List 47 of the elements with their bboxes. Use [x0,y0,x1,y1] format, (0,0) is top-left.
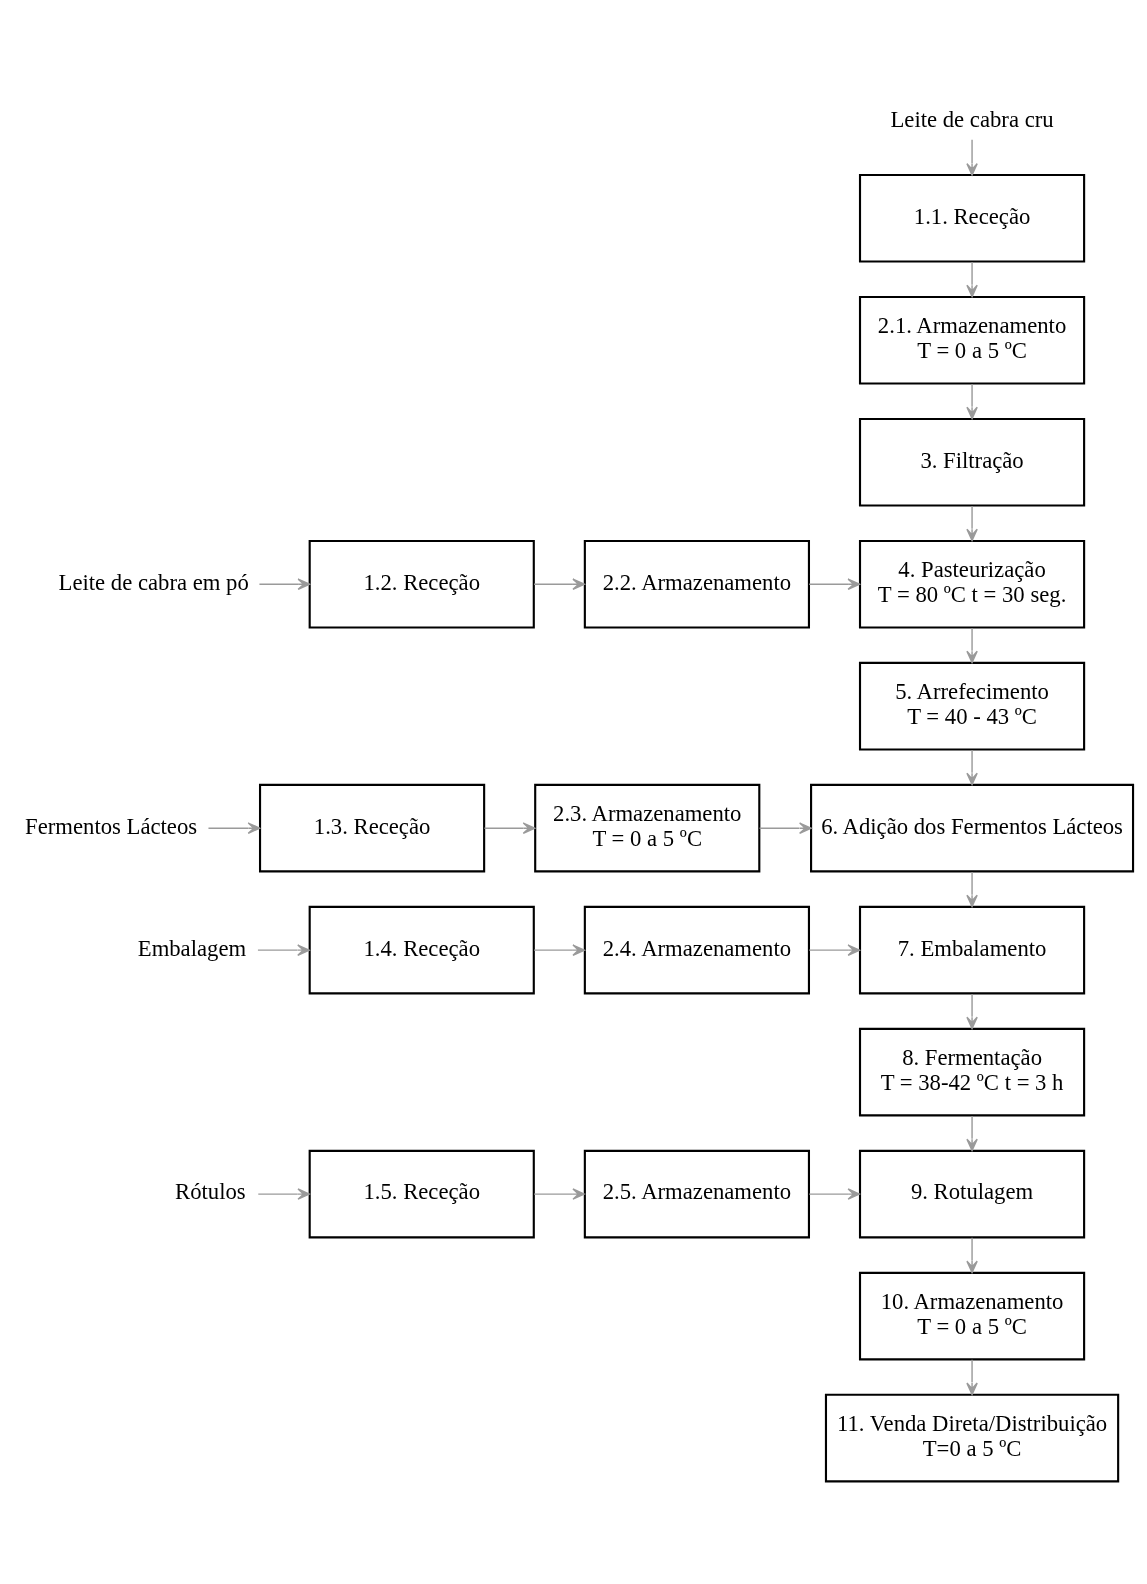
node-box: 1.5. Receção [308,1149,535,1239]
node-text: Rótulos [175,1179,246,1205]
node-box: 1.2. Receção [308,539,535,629]
arrow [758,822,812,834]
arrow [258,578,311,591]
arrow [966,1359,978,1396]
arrow [257,1188,311,1200]
arrow [207,822,261,834]
arrow [533,944,585,956]
arrow [966,505,978,542]
arrow [808,578,861,591]
node-text: Leite de cabra em pó [58,569,249,595]
arrow [966,749,978,786]
arrow [808,944,861,956]
arrow [533,578,585,591]
node-box: 11. Venda Direta/Distribuição T=0 a 5 ºC [824,1393,1120,1483]
node-box: 3. Filtração [858,417,1086,507]
node-box: 1.1. Receção [858,173,1086,263]
arrow [966,993,978,1030]
arrow [966,261,978,298]
arrow [533,1188,585,1200]
arrow [257,944,310,956]
node-text: Embalagem [137,935,247,961]
arrow [966,383,978,420]
node-box: 1.3. Receção [258,783,486,873]
arrow [966,139,978,176]
node-box: 10. Armazenamento T = 0 a 5 ºC [858,1271,1086,1361]
node-box: 8. Fermentação T = 38-42 ºC t = 3 h [858,1027,1086,1117]
node-text: Leite de cabra cru [890,106,1054,132]
node-box: 2.3. Armazenamento T = 0 a 5 ºC [534,783,761,873]
node-box: 2.4. Armazenamento [583,905,810,995]
node-box: 1.4. Receção [308,905,535,995]
arrow [483,822,536,834]
arrow [966,1237,978,1274]
arrow [966,627,978,664]
node-box: 2.1. Armazenamento T = 0 a 5 ºC [858,295,1086,385]
node-text: Fermentos Lácteos [25,813,198,839]
node-box: 5. Arrefecimento T = 40 - 43 ºC [858,661,1086,751]
node-box: 4. Pasteurização T = 80 ºC t = 30 seg. [858,539,1086,629]
arrow [966,871,978,908]
node-box: 9. Rotulagem [858,1149,1086,1239]
arrow [966,1115,978,1152]
node-box: 2.2. Armazenamento [583,539,810,629]
node-box: 6. Adição dos Fermentos Lácteos [810,783,1135,873]
node-box: 2.5. Armazenamento [583,1149,810,1239]
arrow [808,1188,861,1200]
node-box: 7. Embalamento [858,905,1086,995]
